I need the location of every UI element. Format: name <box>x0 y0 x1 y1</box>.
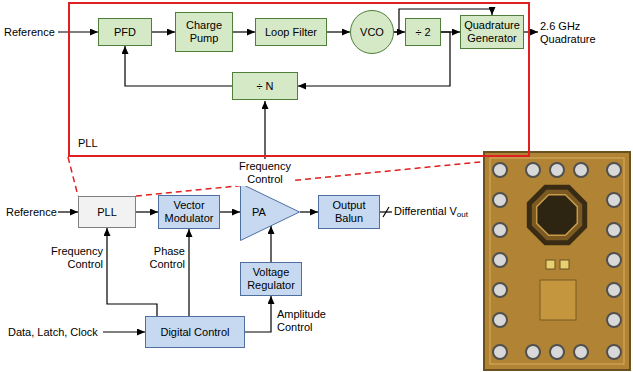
inductor <box>529 187 584 242</box>
block-label: PFD <box>114 26 136 39</box>
chip-block <box>560 260 569 269</box>
signal-connector <box>220 211 240 212</box>
inductor-core <box>537 195 578 236</box>
vco-circle: VCO <box>350 10 394 54</box>
amplifier-triangle-outline <box>240 183 300 241</box>
pll-frame: PFD Charge Pump Loop Filter VCO ÷ 2 Quadratur… <box>68 2 530 157</box>
pfd-box: PFD <box>98 18 152 46</box>
control-label: Amplitude Control <box>277 308 337 334</box>
output-arrow <box>524 31 538 32</box>
signal-label: Reference <box>6 206 60 219</box>
pll-box: PLL <box>78 196 136 228</box>
control-box: Digital Control <box>145 316 245 348</box>
amplifier-triangle: PA <box>240 183 300 241</box>
signal-label: Differential V <box>394 205 457 218</box>
block-label: VCO <box>360 26 384 39</box>
signal-label: Data, Latch, Clock <box>8 326 102 339</box>
signal-connector <box>152 31 175 32</box>
signal-label: Frequency Control <box>236 160 294 186</box>
chip-photo <box>484 152 630 370</box>
block-label: Loop Filter <box>265 26 317 39</box>
signal-label: 2.6 GHz Quadrature <box>540 20 600 46</box>
quadrature-box: Quadrature Generator <box>460 15 524 49</box>
divider-box: ÷ N <box>232 72 298 100</box>
loop-filter-box: Loop Filter <box>255 18 327 46</box>
chip-block <box>546 260 555 269</box>
signal-connector <box>245 296 271 332</box>
signal-label: Reference <box>4 26 58 39</box>
frame-title: PLL <box>78 137 98 150</box>
signal-connector <box>270 226 271 262</box>
signal-connector <box>136 211 158 212</box>
bus-slash <box>383 207 389 217</box>
divider-box: ÷ 2 <box>405 18 441 46</box>
signal-connector <box>125 46 232 86</box>
chip-die <box>484 152 630 370</box>
block-label: ÷ N <box>256 80 273 93</box>
modulator-box: Vector Modulator <box>158 195 220 229</box>
charge-pump-box: Charge Pump <box>175 12 233 52</box>
block-label: PLL <box>97 206 117 219</box>
input-arrow <box>103 331 145 332</box>
input-arrow <box>58 31 98 32</box>
chip-ring <box>490 158 624 364</box>
bond-pads <box>493 163 621 359</box>
zoom-line <box>68 157 78 196</box>
regulator-box: Voltage Regulator <box>240 262 302 296</box>
control-arrow <box>264 101 265 159</box>
chip-block <box>540 280 576 320</box>
signal-connector <box>300 211 318 212</box>
block-label: Charge Pump <box>178 19 230 45</box>
balun-box: Output Balun <box>318 195 380 229</box>
input-arrow <box>58 211 78 212</box>
block-label: Quadrature Generator <box>463 19 521 45</box>
control-label: Frequency Control <box>40 245 103 271</box>
block-label: PA <box>252 206 266 219</box>
signal-connector <box>188 229 189 316</box>
block-label: Vector Modulator <box>161 199 217 225</box>
zoom-line <box>136 157 530 196</box>
block-label: ÷ 2 <box>415 26 430 39</box>
signal-connector <box>233 31 255 32</box>
control-label: Phase Control <box>128 245 185 271</box>
block-label: Output Balun <box>321 199 377 225</box>
signal-connector <box>327 31 350 32</box>
signal-connector <box>107 228 157 316</box>
block-label: Digital Control <box>160 326 229 339</box>
subscript-label: out <box>457 210 468 220</box>
block-label: Voltage Regulator <box>243 266 299 292</box>
